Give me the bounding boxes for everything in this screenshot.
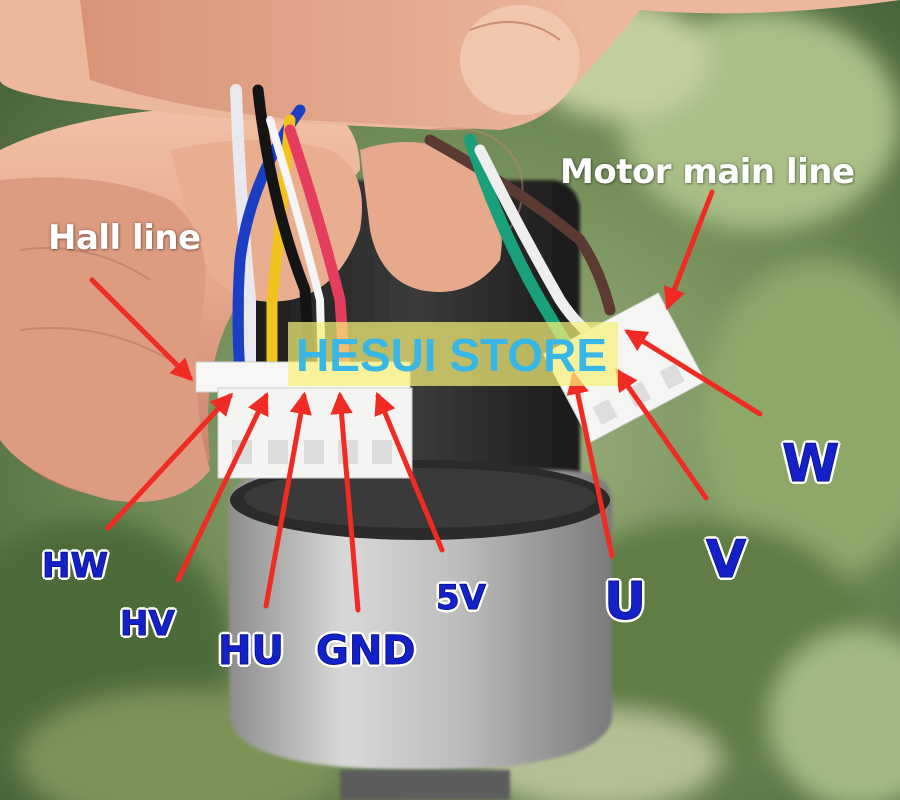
arrow-w: [624, 329, 763, 417]
arrow-motor-main-line: [663, 189, 715, 311]
annotation-arrows: [89, 189, 763, 613]
arrow-v: [615, 368, 709, 501]
pin-label-u: U: [603, 572, 647, 633]
pin-label-hw: HW: [42, 546, 109, 587]
hand: [0, 0, 900, 502]
hall-wires: [230, 84, 351, 378]
store-watermark: HESUI STORE: [288, 322, 618, 386]
hall-line-label: Hall line: [48, 218, 201, 258]
pin-label-w: W: [781, 434, 840, 495]
arrow-hw: [105, 392, 234, 531]
arrow-hv: [175, 391, 269, 583]
pin-label-5v: 5V: [436, 578, 487, 619]
arrow-hall-line: [89, 277, 194, 382]
pin-label-hv: HV: [120, 604, 176, 645]
pin-label-gnd: GND: [316, 628, 417, 675]
arrow-hu: [263, 391, 312, 609]
pin-label-hu: HU: [218, 628, 285, 675]
arrow-gnd: [330, 391, 361, 613]
motor-main-line-label: Motor main line: [560, 152, 855, 192]
arrow-5v: [374, 391, 445, 553]
pin-label-v: V: [705, 530, 747, 591]
watermark-text: HESUI STORE: [296, 329, 607, 381]
arrow-u: [566, 371, 615, 559]
